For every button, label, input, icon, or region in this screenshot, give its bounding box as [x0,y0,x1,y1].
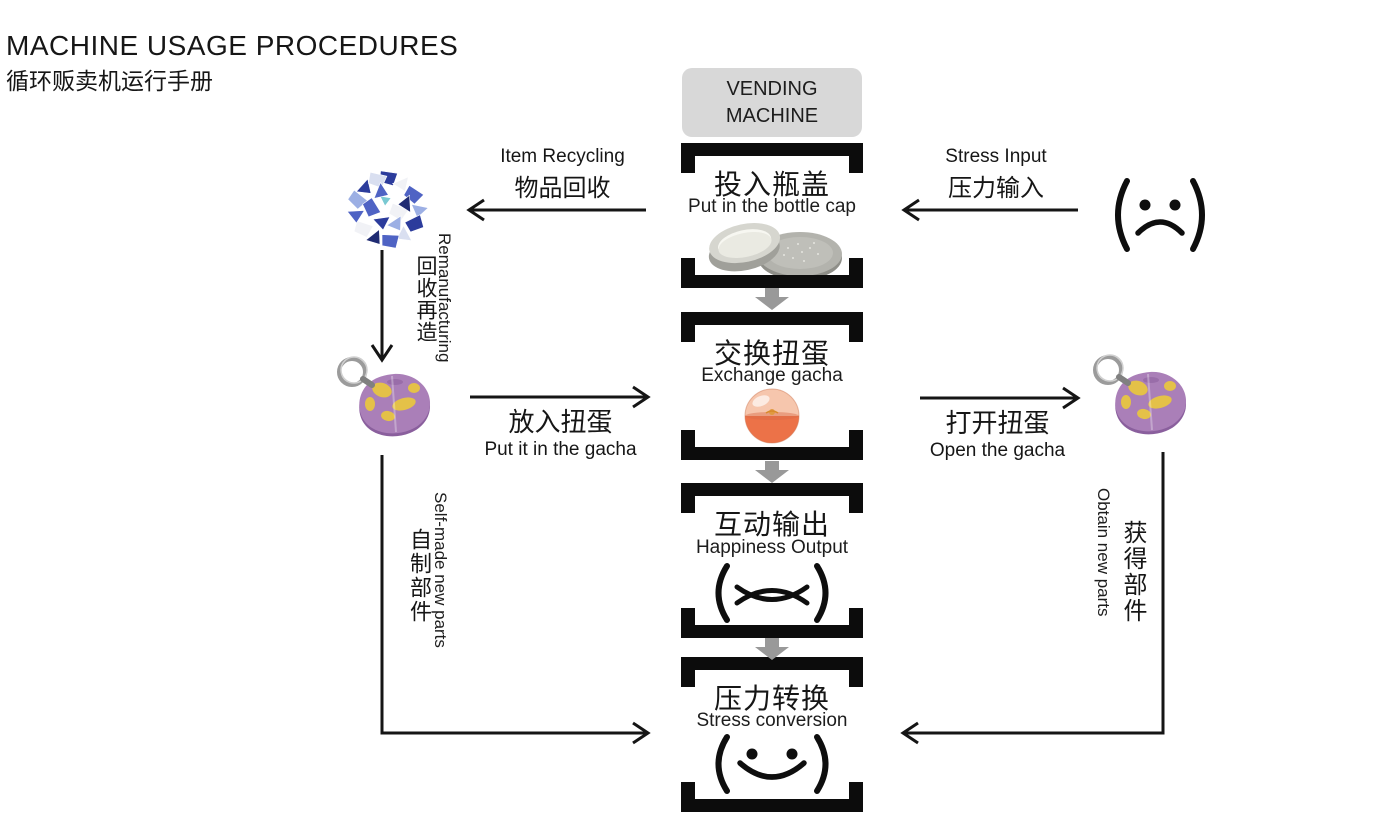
keychain-image-left [337,356,431,437]
arrow-put-in-gacha [470,385,651,409]
step1-frame-top [681,143,863,173]
flow-down-arrow-3 [755,638,789,660]
arrow-self-made-parts [380,455,651,745]
step4-title-en: Stress conversion [696,710,848,731]
open-gacha-label: 打开扭蛋 Open the gacha [910,403,1085,462]
vending-machine-line2: MACHINE [725,104,819,127]
step4-title-zh: 压力转换 [713,683,830,714]
step1-title-en: Put in the bottle cap [688,196,856,217]
step2-frame-top [681,312,863,342]
open-gacha-label-zh: 打开扭蛋 [945,408,1050,438]
put-in-gacha-label: 放入扭蛋 Put it in the gacha [468,402,653,461]
step2-title-zh: 交换扭蛋 [713,338,830,369]
vending-machine-box: VENDING MACHINE [682,68,862,137]
step3-frame-top [681,483,863,513]
item-recycling-label-zh: 物品回收 [514,175,611,202]
arrow-stress-input [901,198,1078,222]
step4-frame-bottom [681,782,863,812]
step2-title-en: Exchange gacha [701,365,843,386]
squint-smile-face-icon [715,563,829,623]
open-gacha-label-en: Open the gacha [929,440,1066,461]
flow-down-arrow-2 [755,461,789,483]
arrow-item-recycling [466,198,646,222]
step3-frame-bottom [681,608,863,638]
vending-machine-line1: VENDING [726,77,818,100]
stress-input-label: Stress Input 压力输入 [905,146,1087,203]
arrow-obtain-parts [900,452,1165,745]
obtain-parts-label-zh: 获得部件 [1119,520,1146,624]
flow-down-arrow-1 [755,288,789,310]
step1-title-zh: 投入瓶盖 [713,169,830,200]
stress-input-label-en: Stress Input [945,146,1047,167]
bottle-caps-image [708,223,842,280]
step3-title-zh: 互动输出 [713,509,830,540]
page-title-en: MACHINE USAGE PROCEDURES [6,30,459,61]
gacha-capsule-image [744,388,800,444]
item-recycling-label: Item Recycling 物品回收 [470,146,655,203]
recycled-plastic-shreds-image [346,170,429,249]
put-in-gacha-label-zh: 放入扭蛋 [508,407,613,437]
self-made-parts-label-en: Self-made new parts [431,492,450,648]
self-made-parts-label-zh: 自制部件 [407,528,432,624]
smile-face-icon [715,734,829,794]
step1-frame-bottom [681,258,863,288]
stress-input-label-zh: 压力输入 [948,175,1044,202]
arrow-remanufacturing-down [370,250,394,363]
step3-title-en: Happiness Output [695,537,849,558]
step4-frame-top [681,657,863,687]
obtain-parts-label-en: Obtain new parts [1094,488,1113,617]
item-recycling-label-en: Item Recycling [500,146,625,167]
page-title-zh: 循环贩卖机运行手册 [6,68,213,94]
keychain-image-right [1093,354,1187,435]
remanufacturing-label-zh: 回收再造 [414,255,437,343]
put-in-gacha-label-en: Put it in the gacha [484,439,637,460]
step2-frame-bottom [681,430,863,460]
remanufacturing-label-en: Remanufacturing [435,233,454,363]
arrow-open-gacha [920,386,1081,410]
sad-face-icon [1115,178,1205,252]
